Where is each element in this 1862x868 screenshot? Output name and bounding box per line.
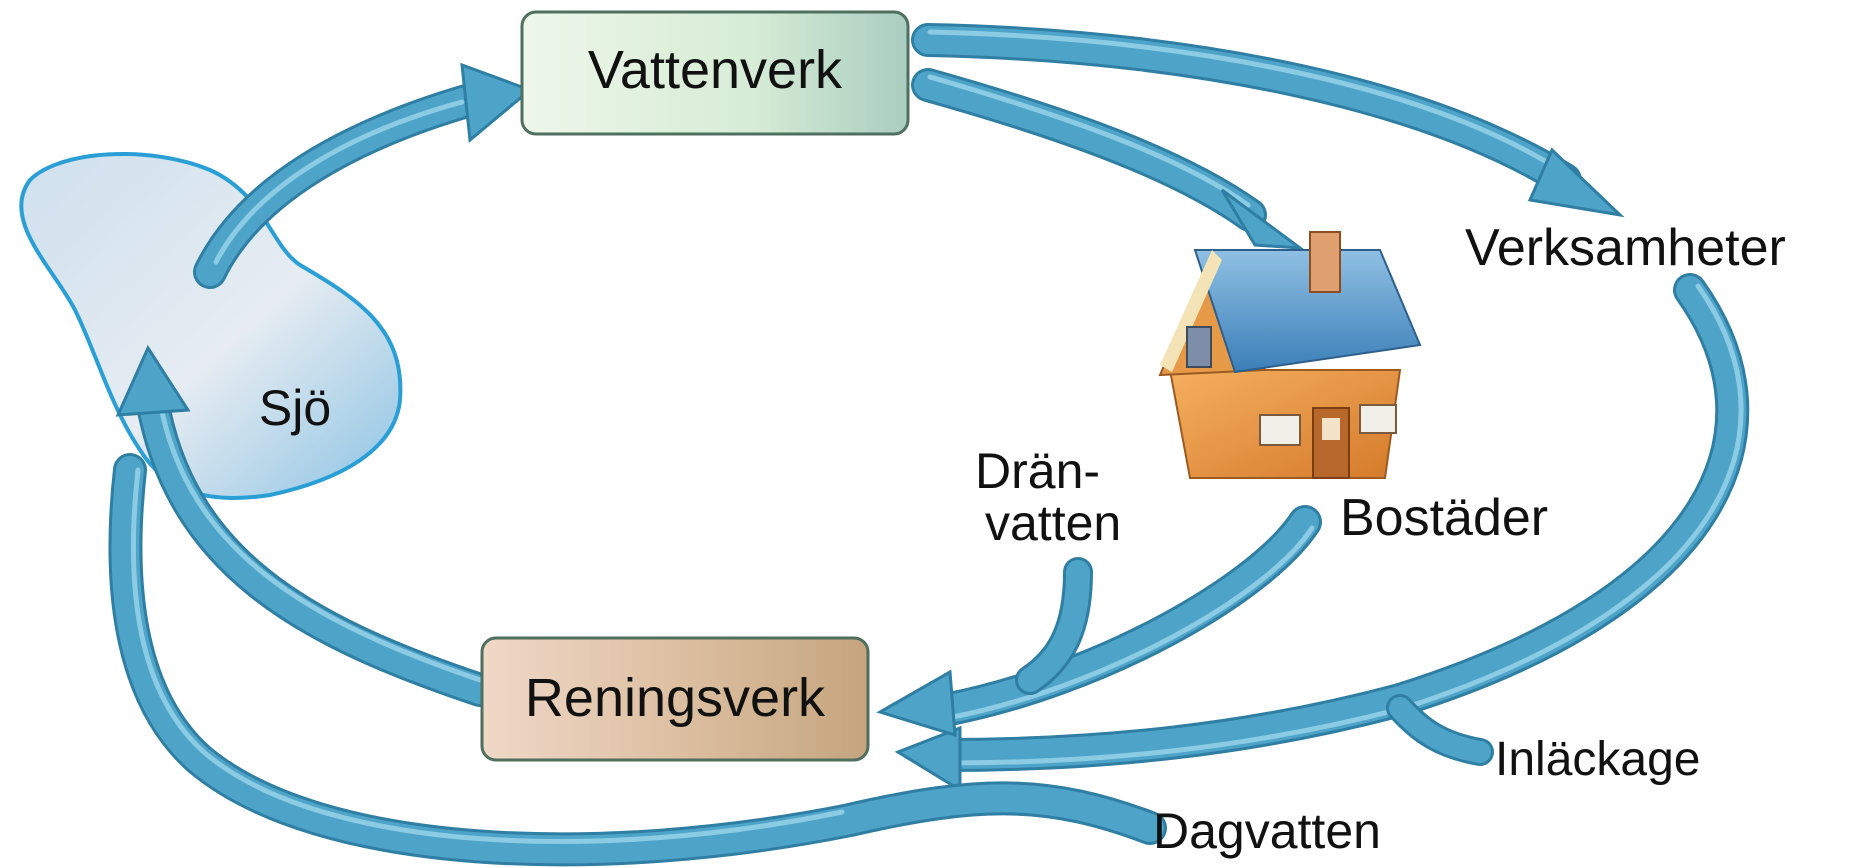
arrowhead-bostader <box>1220 188 1305 250</box>
dranvatten-label-line2: vatten <box>985 495 1121 551</box>
reningsverk-node: Reningsverk <box>480 636 870 762</box>
vattenverk-label: Vattenverk <box>588 40 843 100</box>
arrowhead-vattenverk <box>460 62 533 143</box>
arrowhead-sjo <box>115 344 191 417</box>
inlackage-label: Inläckage <box>1495 733 1700 786</box>
arrowhead-reningsverk-upper <box>876 669 957 738</box>
verksamheter-label: Verksamheter <box>1465 219 1786 277</box>
arrowhead-reningsverk-lower <box>894 725 962 793</box>
sjo-label: Sjö <box>259 380 331 436</box>
vattenverk-node: Vattenverk <box>520 10 910 136</box>
flow-arrows <box>108 23 1750 867</box>
dranvatten-label-line1: Drän- <box>975 443 1100 499</box>
lake-shape <box>19 152 403 500</box>
reningsverk-label: Reningsverk <box>525 668 826 728</box>
arrowhead-verksamheter <box>1527 147 1625 218</box>
dagvatten-label: Dagvatten <box>1153 803 1381 859</box>
bostader-label: Bostäder <box>1340 489 1548 547</box>
house-icon <box>1158 231 1422 479</box>
